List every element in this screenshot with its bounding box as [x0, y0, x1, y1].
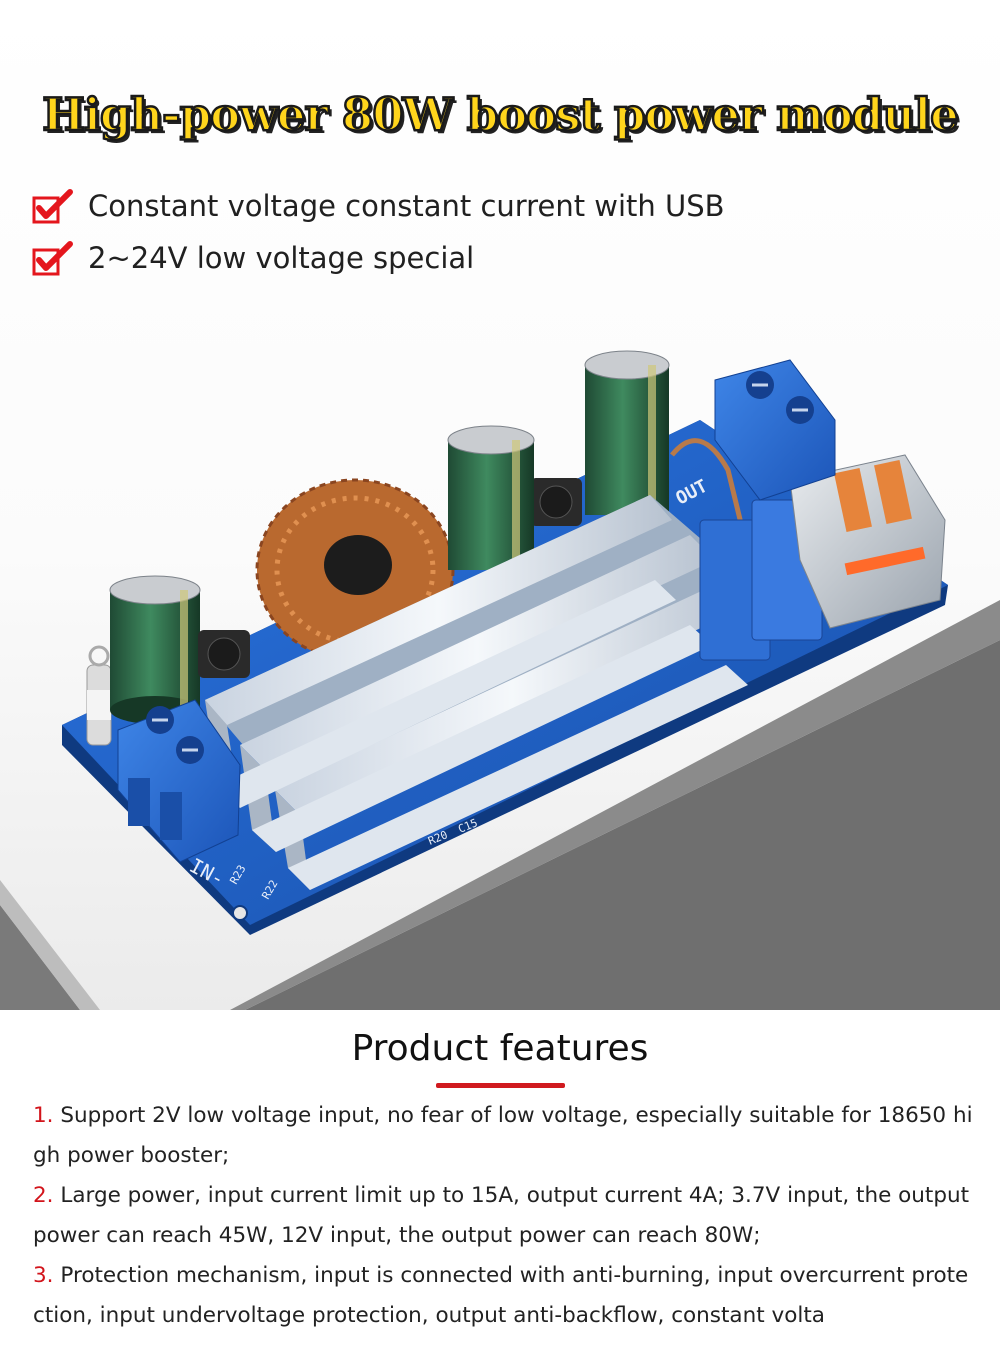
usb-port: [789, 454, 946, 629]
capacitor-left: [109, 575, 201, 724]
features-list: 1. Support 2V low voltage input, no fear…: [33, 1096, 973, 1336]
input-terminal-block: [117, 699, 241, 863]
feature-text: Protection mechanism, input is connected…: [33, 1263, 969, 1328]
bullet-text: 2~24V low voltage special: [88, 241, 475, 275]
feature-number: 3.: [33, 1263, 54, 1288]
checkmark-icon: [32, 241, 73, 276]
output-terminal-block: [714, 359, 836, 501]
headline: High-power 80W boost power module: [41, 87, 960, 143]
features-title-underline: [436, 1083, 565, 1088]
feature-number: 2.: [33, 1183, 54, 1208]
bullet-item: 2~24V low voltage special: [32, 236, 474, 280]
feature-number: 1.: [33, 1103, 54, 1128]
features-title: Product features: [351, 1028, 649, 1069]
smd-inductor: [198, 630, 250, 678]
bullet-text: Constant voltage constant current with U…: [88, 189, 725, 223]
bullet-item: Constant voltage constant current with U…: [32, 184, 725, 228]
mounting-hole: [232, 905, 248, 921]
aluminum-heatsink: [205, 495, 760, 890]
product-board-illustration: IN- OUT R20 C15 R22 R23: [62, 350, 948, 935]
feature-text: Large power, input current limit up to 1…: [33, 1183, 970, 1248]
capacitor-right: [584, 350, 670, 515]
feature-item: 2. Large power, input current limit up t…: [33, 1176, 973, 1256]
fuse-component: [86, 645, 112, 746]
hero-section: High-power 80W boost power module Consta…: [0, 0, 1000, 1010]
feature-item: 3. Protection mechanism, input is connec…: [33, 1256, 973, 1336]
feature-item: 1. Support 2V low voltage input, no fear…: [33, 1096, 973, 1176]
feature-text: Support 2V low voltage input, no fear of…: [33, 1103, 973, 1168]
capacitor-middle: [447, 425, 535, 570]
smd-inductor: [530, 478, 582, 526]
background-floor-shapes: [0, 600, 1000, 1010]
jumper-wire: [670, 438, 748, 541]
checkmark-icon: [32, 189, 73, 224]
